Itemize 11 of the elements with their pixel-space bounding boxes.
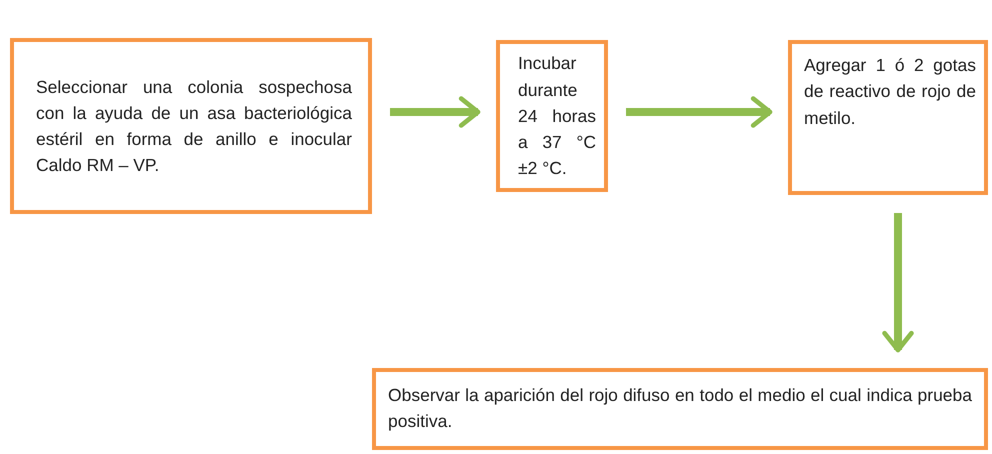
arrow [390, 96, 480, 128]
step-text: Agregar 1 ó 2 gotas de reactivo de rojo de metilo. [804, 54, 976, 130]
step-text: Incubar durante 24 horas a 37 °C ±2 °C. [518, 52, 596, 180]
arrow [626, 96, 772, 128]
process-box [10, 38, 372, 214]
step-text: Observar la aparición del rojo difuso en todo el medio el cual indica prueba positiva. [388, 384, 972, 434]
process-box [496, 40, 608, 192]
process-box [372, 368, 988, 450]
step-text: Seleccionar una colonia sospechosa con la ayuda de un asa bacteriológica estéril en forma de anillo e inocular Caldo RM – VP. [36, 76, 352, 178]
arrow [882, 213, 914, 352]
process-box [788, 40, 988, 195]
